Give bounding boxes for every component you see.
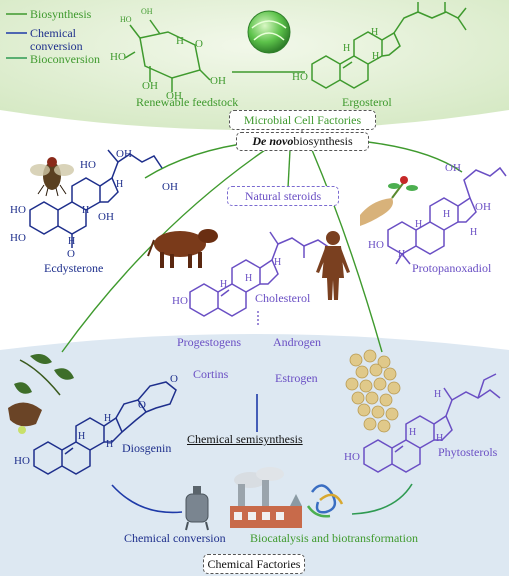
protopanoxadiol-ho: HO xyxy=(368,239,384,251)
biosynthesis-arrows xyxy=(62,141,462,352)
glucose-oh-right: OH xyxy=(210,75,226,87)
cholesterol-structure xyxy=(189,231,331,317)
ecdysterone-oh-ring: OH xyxy=(98,211,114,223)
ecdysterone-label: Ecdysterone xyxy=(44,261,104,275)
diosgenin-h-1: H xyxy=(104,413,112,424)
natural-steroids-box: Natural steroids xyxy=(227,186,339,206)
ecdysterone-ho-1: HO xyxy=(10,204,26,216)
glucose-structure xyxy=(124,19,211,92)
factory-icon xyxy=(230,467,302,528)
yam-plant-icon xyxy=(8,354,74,434)
ergosterol-ho: HO xyxy=(292,71,308,83)
ecdysterone-o: O xyxy=(67,248,75,260)
glucose-ho-top: HO xyxy=(120,15,132,24)
fly-icon xyxy=(30,157,74,197)
top-green-band xyxy=(0,0,509,130)
legend-bioconversion: Bioconversion xyxy=(30,52,100,66)
ecdysterone-h-2: H xyxy=(82,205,90,216)
ecdysterone-h-1: H xyxy=(116,179,124,190)
ecdysterone-h-3: H xyxy=(68,236,76,247)
ecdysterone-structure xyxy=(29,149,163,248)
progestogens-label: Progestogens xyxy=(177,335,241,349)
cholesterol-h-3: H xyxy=(274,257,282,268)
biocatalysis-label: Biocatalysis and biotransformation xyxy=(250,531,418,545)
glucose-oh-bottom-left: OH xyxy=(142,80,158,92)
chemical-factories-label: Chemical Factories xyxy=(207,556,301,571)
microbial-cell-factories-label: Microbial Cell Factories xyxy=(243,112,362,127)
ergosterol-h-2: H xyxy=(343,43,351,54)
microbial-cell-factories-box: Microbial Cell Factories xyxy=(229,110,376,130)
cholesterol-ho: HO xyxy=(172,295,188,307)
diosgenin-ho: HO xyxy=(14,455,30,467)
ecdysterone-ho-chain: HO xyxy=(80,159,96,171)
glucose-h-1: H xyxy=(176,35,184,47)
phytosterols-label: Phytosterols xyxy=(438,445,498,459)
cow-icon xyxy=(147,229,218,268)
diosgenin-h-2: H xyxy=(78,431,86,442)
ecdysterone-oh-right: OH xyxy=(162,181,178,193)
androgen-label: Androgen xyxy=(273,335,321,349)
legend-arrows xyxy=(6,14,27,58)
protopanoxadiol-oh-top: OH xyxy=(445,162,461,174)
bioconversion-arrow xyxy=(352,483,413,514)
chemical-conversion-arrow xyxy=(111,484,182,512)
chemical-semisynthesis-label: Chemical semisynthesis xyxy=(187,432,303,446)
diosgenin-o-ring: O xyxy=(138,399,146,411)
cell-sphere-icon xyxy=(247,10,291,54)
phytosterols-h-1: H xyxy=(434,389,442,400)
glucose-oh-bottom: OH xyxy=(166,90,182,102)
protopanoxadiol-h-2: H xyxy=(415,219,423,230)
diosgenin-o-top: O xyxy=(170,373,178,385)
soybeans-icon xyxy=(345,349,401,433)
diosgenin-structure xyxy=(33,381,177,475)
de-novo-label: De novo xyxy=(252,134,294,148)
biosynthesis-label: biosynthesis xyxy=(293,134,353,148)
glucose-ho-left: HO xyxy=(110,51,126,63)
protopanoxadiol-structure xyxy=(387,166,507,265)
ecdysterone-ho-2: HO xyxy=(10,232,26,244)
protopanoxadiol-h-4: H xyxy=(398,249,406,260)
cortins-label: Cortins xyxy=(193,367,229,381)
diosgenin-h-3: H xyxy=(106,439,114,450)
protopanoxadiol-h-1: H xyxy=(443,209,451,220)
legend-biosynthesis: Biosynthesis xyxy=(30,7,92,21)
natural-steroids-label: Natural steroids xyxy=(244,188,322,203)
glucose-oh-top: OH xyxy=(141,7,153,16)
cholesterol-h-1: H xyxy=(245,273,253,284)
glucose-ring-o: O xyxy=(195,38,203,50)
renewable-feedstock-label: Renewable feedstock xyxy=(136,95,239,109)
phytosterols-structure xyxy=(363,373,501,473)
bottom-blue-band xyxy=(0,334,509,576)
phytosterols-h-2: H xyxy=(409,427,417,438)
legend-chemical-line1: Chemical xyxy=(30,26,76,40)
chemical-factories-box: Chemical Factories xyxy=(203,554,305,574)
human-icon xyxy=(316,231,350,300)
protopanoxadiol-label: Protopanoxadiol xyxy=(412,261,492,275)
cholesterol-label: Cholesterol xyxy=(255,291,311,305)
estrogen-label: Estrogen xyxy=(275,371,318,385)
enzyme-icon xyxy=(306,484,344,518)
ergosterol-h-1: H xyxy=(371,27,379,38)
diosgenin-label: Diosgenin xyxy=(122,441,172,455)
ergosterol-h-3: H xyxy=(372,51,380,62)
ecdysterone-oh-top: OH xyxy=(116,148,132,160)
phytosterols-ho: HO xyxy=(344,451,360,463)
legend-chemical-line2: conversion xyxy=(30,39,83,53)
chemical-conversion-label: Chemical conversion xyxy=(124,531,226,545)
protopanoxadiol-h-3: H xyxy=(470,227,478,238)
protopanoxadiol-oh-right: OH xyxy=(475,201,491,213)
cholesterol-h-2: H xyxy=(220,279,228,290)
ergosterol-label: Ergosterol xyxy=(342,95,392,109)
de-novo-biosynthesis-box: De novo biosynthesis xyxy=(236,132,369,151)
ergosterol-structure xyxy=(311,2,467,89)
phytosterols-h-3: H xyxy=(436,433,444,444)
reactor-icon xyxy=(185,486,209,531)
ginseng-icon xyxy=(360,176,418,226)
